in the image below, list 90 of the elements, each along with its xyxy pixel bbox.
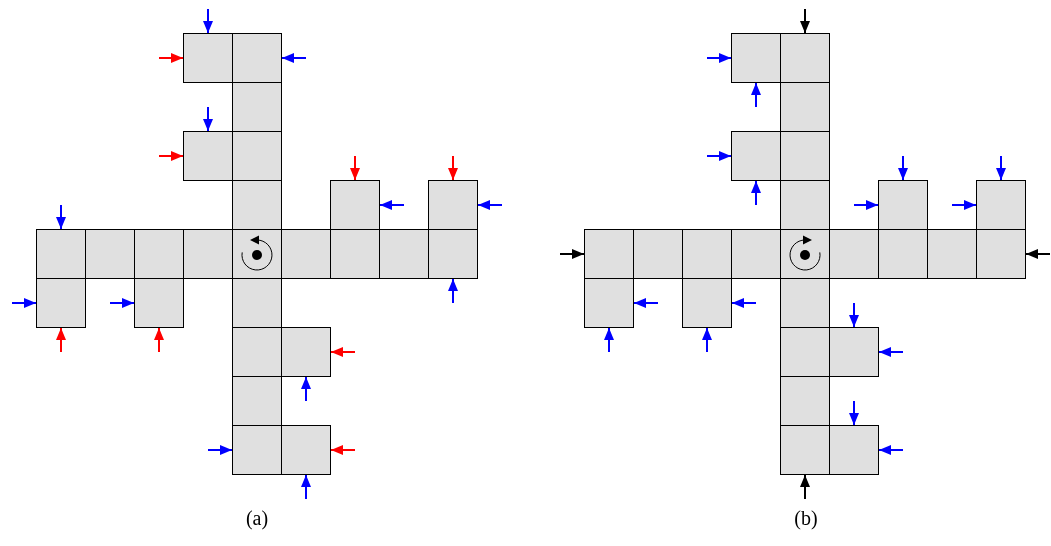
arrow	[448, 278, 458, 304]
arrow	[448, 155, 458, 181]
grid-square	[232, 33, 282, 83]
arrow	[878, 445, 904, 455]
grid-square	[183, 229, 233, 279]
grid-square	[780, 33, 830, 83]
grid-square	[232, 327, 282, 377]
arrow	[109, 298, 135, 308]
arrow	[158, 53, 184, 63]
grid-square	[232, 131, 282, 181]
grid-square	[584, 278, 634, 328]
grid-square	[927, 229, 977, 279]
grid-square	[633, 229, 683, 279]
caption: (a)	[245, 507, 269, 530]
arrow	[878, 347, 904, 357]
grid-square	[134, 229, 184, 279]
grid-square	[36, 229, 86, 279]
grid-square	[731, 229, 781, 279]
arrow	[56, 327, 66, 353]
arrow	[633, 298, 659, 308]
grid-square	[780, 327, 830, 377]
grid-square	[85, 229, 135, 279]
grid-square	[281, 425, 331, 475]
grid-square	[780, 376, 830, 426]
grid-square	[829, 425, 879, 475]
arrow	[203, 8, 213, 34]
grid-square	[682, 278, 732, 328]
arrow	[301, 376, 311, 402]
arrow	[158, 151, 184, 161]
arrow	[951, 200, 977, 210]
arrow	[203, 106, 213, 132]
grid-square	[780, 82, 830, 132]
arrow	[751, 180, 761, 206]
grid-square	[428, 180, 478, 230]
grid-square	[183, 33, 233, 83]
arrow	[477, 200, 503, 210]
arrow	[154, 327, 164, 353]
arrow	[11, 298, 37, 308]
grid-square	[36, 278, 86, 328]
grid-square	[183, 131, 233, 181]
grid-square	[780, 425, 830, 475]
grid-square	[731, 131, 781, 181]
grid-square	[134, 278, 184, 328]
grid-square	[330, 229, 380, 279]
grid-square	[731, 33, 781, 83]
arrow	[849, 400, 859, 426]
grid-square	[976, 229, 1026, 279]
grid-square	[780, 180, 830, 230]
arrow	[604, 327, 614, 353]
arrow	[207, 445, 233, 455]
arrow	[1025, 249, 1051, 259]
grid-square	[878, 229, 928, 279]
arrow	[301, 474, 311, 500]
arrow	[330, 347, 356, 357]
grid-square	[829, 327, 879, 377]
arrow	[898, 155, 908, 181]
grid-square	[976, 180, 1026, 230]
arrow	[281, 53, 307, 63]
grid-square	[682, 229, 732, 279]
grid-square	[232, 82, 282, 132]
arrow	[751, 82, 761, 108]
arrow	[706, 151, 732, 161]
grid-square	[281, 327, 331, 377]
grid-square	[829, 229, 879, 279]
grid-square	[780, 278, 830, 328]
arrow	[996, 155, 1006, 181]
grid-square	[878, 180, 928, 230]
grid-square	[330, 180, 380, 230]
grid-square	[232, 278, 282, 328]
caption: (b)	[794, 507, 818, 530]
arrow	[350, 155, 360, 181]
arrow	[731, 298, 757, 308]
grid-square	[428, 229, 478, 279]
arrow	[800, 8, 810, 34]
arrow	[800, 474, 810, 500]
grid-square	[232, 425, 282, 475]
arrow	[702, 327, 712, 353]
arrow	[379, 200, 405, 210]
arrow	[330, 445, 356, 455]
grid-square	[281, 229, 331, 279]
arrow	[849, 302, 859, 328]
arrow	[559, 249, 585, 259]
arrow	[706, 53, 732, 63]
grid-square	[232, 180, 282, 230]
arrow	[853, 200, 879, 210]
grid-square	[584, 229, 634, 279]
arrow	[56, 204, 66, 230]
grid-square	[780, 131, 830, 181]
grid-square	[379, 229, 429, 279]
grid-square	[232, 376, 282, 426]
